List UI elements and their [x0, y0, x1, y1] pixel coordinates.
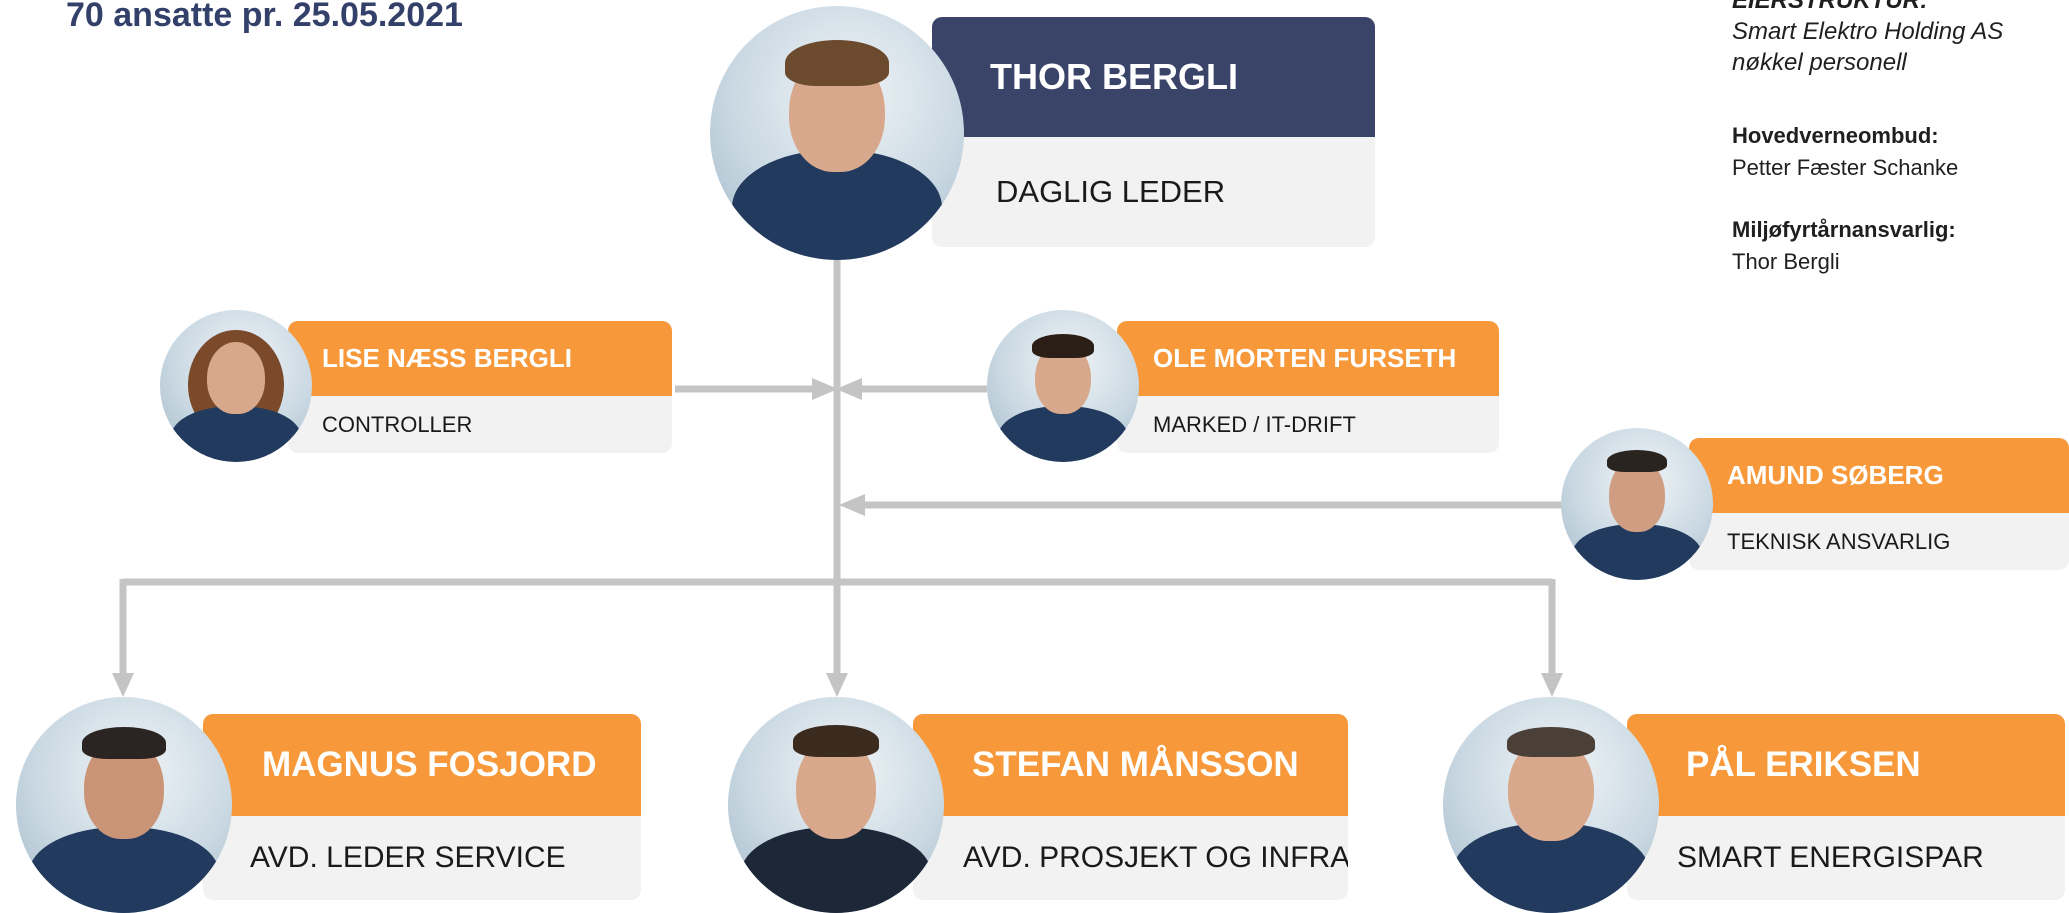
safety-rep-label: Hovedverneombud:	[1732, 123, 1939, 148]
arrow-marketing	[836, 378, 862, 400]
avatar-energy	[1443, 697, 1659, 913]
card-projects: STEFAN MÅNSSON AVD. PROSJEKT OG INFRA	[913, 714, 1348, 900]
safety-rep-name: Petter Fæster Schanke	[1732, 155, 1959, 180]
ownership-line1: Smart Elektro Holding AS	[1732, 18, 2004, 45]
card-marketing-name: OLE MORTEN FURSETH	[1117, 321, 1499, 396]
ownership-title: EIERSTRUKTUR:	[1732, 0, 1928, 14]
safety-rep: Hovedverneombud: Petter Fæster Schanke	[1732, 120, 2062, 184]
avatar-projects	[728, 697, 944, 913]
avatar-service	[16, 697, 232, 913]
avatar-marketing	[987, 310, 1139, 462]
arrow-service	[112, 673, 134, 697]
card-energy-role: SMART ENERGISPAR	[1677, 841, 1984, 874]
avatar-controller	[160, 310, 312, 462]
arrow-technical	[839, 494, 865, 516]
card-technical-name: AMUND SØBERG	[1689, 438, 2069, 513]
card-projects-role: AVD. PROSJEKT OG INFRA	[963, 841, 1348, 874]
card-energy-name: PÅL ERIKSEN	[1627, 714, 2065, 816]
eco-lighthouse-rep: Miljøfyrtårnansvarlig: Thor Bergli	[1732, 214, 2062, 278]
avatar-ceo	[710, 6, 964, 260]
avatar-technical	[1561, 428, 1713, 580]
card-controller: LISE NÆSS BERGLI CONTROLLER	[288, 321, 672, 453]
card-service-name: MAGNUS FOSJORD	[203, 714, 641, 816]
card-ceo-role: DAGLIG LEDER	[996, 174, 1226, 209]
card-ceo: THOR BERGLI DAGLIG LEDER	[932, 17, 1375, 247]
card-technical: AMUND SØBERG TEKNISK ANSVARLIG	[1689, 438, 2069, 570]
card-ceo-name: THOR BERGLI	[932, 17, 1375, 137]
card-marketing: OLE MORTEN FURSETH MARKED / IT-DRIFT	[1117, 321, 1499, 453]
arrow-controller	[812, 378, 838, 400]
ownership-line2: nøkkel personell	[1732, 49, 1907, 76]
card-projects-name: STEFAN MÅNSSON	[913, 714, 1348, 816]
arrow-energy	[1541, 673, 1563, 697]
employee-count-title: 70 ansatte pr. 25.05.2021	[66, 0, 463, 34]
card-energy: PÅL ERIKSEN SMART ENERGISPAR	[1627, 714, 2065, 900]
card-marketing-role: MARKED / IT-DRIFT	[1153, 411, 1356, 437]
card-controller-role: CONTROLLER	[322, 411, 473, 437]
card-controller-name: LISE NÆSS BERGLI	[288, 321, 672, 396]
card-service: MAGNUS FOSJORD AVD. LEDER SERVICE	[203, 714, 641, 900]
eco-lighthouse-name: Thor Bergli	[1732, 249, 1840, 274]
card-technical-role: TEKNISK ANSVARLIG	[1727, 528, 1951, 554]
eco-lighthouse-label: Miljøfyrtårnansvarlig:	[1732, 217, 1956, 242]
card-service-role: AVD. LEDER SERVICE	[250, 841, 566, 874]
arrow-projects	[826, 673, 848, 697]
info-panel: EIERSTRUKTUR: Smart Elektro Holding AS n…	[1732, 0, 2062, 278]
